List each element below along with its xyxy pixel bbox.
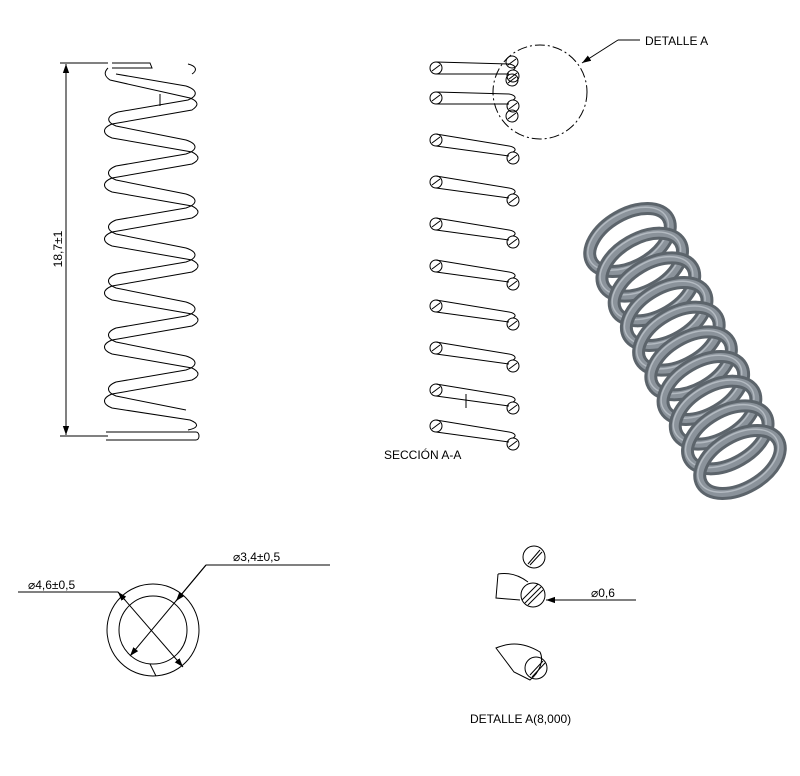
section-coil-row	[429, 383, 520, 415]
wire-diameter-value: 0,6	[598, 586, 615, 600]
section-wire-cut	[505, 109, 519, 123]
diameter-symbol: ⌀	[233, 550, 240, 564]
detail-view	[495, 545, 636, 681]
length-dimension-text: 18,7±1	[51, 230, 65, 267]
section-coil-row	[429, 259, 520, 291]
section-coil-row	[429, 341, 520, 373]
section-hatch	[507, 76, 517, 84]
inner-diameter-value: 3,4±0,5	[240, 550, 280, 564]
wire-diameter-text: ⌀0,6	[591, 586, 615, 600]
length-dimension	[60, 62, 108, 437]
isometric-coil-shine	[684, 403, 767, 469]
inner-diameter-text: ⌀3,4±0,5	[233, 550, 281, 564]
section-title: SECCIÓN A-A	[384, 447, 461, 462]
outer-diameter-text: ⌀4,6±0,5	[28, 578, 76, 592]
outer-diameter-value: 4,6±0,5	[35, 578, 75, 592]
isometric-coil-shine	[697, 428, 780, 493]
front-view-spring	[104, 62, 200, 441]
section-coil-row	[429, 299, 520, 331]
section-coil-row	[429, 419, 520, 451]
section-coil-row	[429, 217, 520, 249]
detail-callout-label: DETALLE A	[645, 34, 708, 48]
section-coil-row	[429, 91, 520, 113]
detail-callout	[492, 39, 640, 140]
section-hatch	[507, 112, 517, 120]
section-wire-cut	[505, 73, 519, 87]
section-coil-row	[429, 175, 520, 207]
isometric-spring	[583, 202, 787, 500]
detail-title: DETALLE A(8,000)	[470, 712, 571, 726]
end-view	[18, 564, 330, 677]
section-hatch	[507, 58, 517, 66]
section-wire-cut	[505, 55, 519, 69]
isometric-coil-highlight	[684, 402, 772, 473]
section-coil-row	[429, 133, 520, 165]
isometric-coil-highlight	[696, 427, 784, 497]
section-view	[429, 55, 520, 451]
diameter-symbol: ⌀	[591, 586, 598, 600]
diameter-symbol: ⌀	[28, 578, 35, 592]
